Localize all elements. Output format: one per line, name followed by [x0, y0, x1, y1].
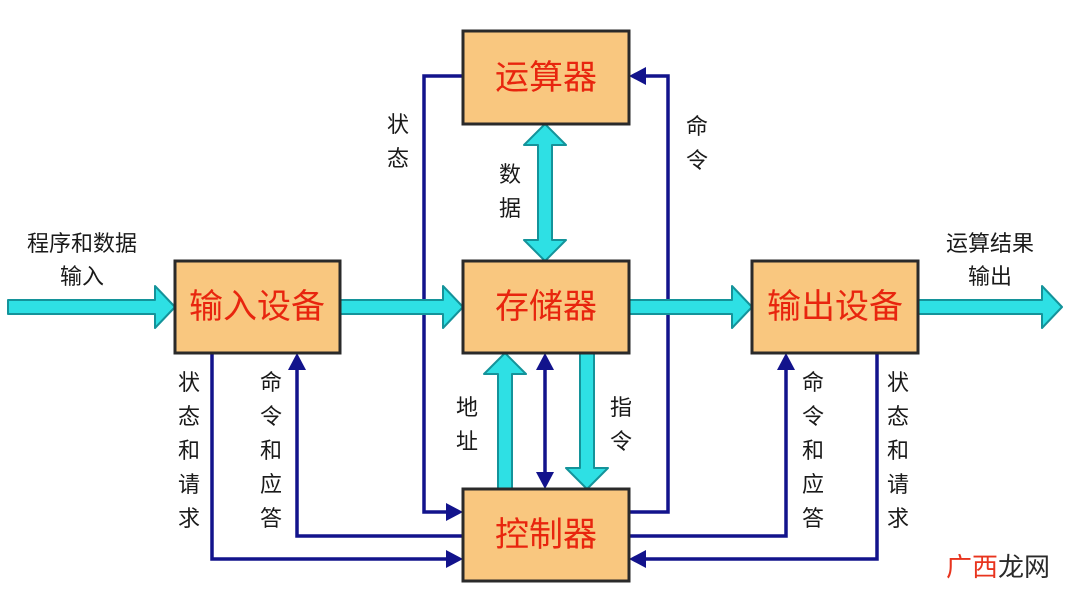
label-status-request-right-1: 状	[887, 371, 909, 396]
label-address-1: 地	[456, 396, 478, 421]
wire-status-alu-to-control	[422, 74, 463, 514]
arrow-input-to-memory	[339, 285, 464, 329]
arrowhead-status-left-to-control	[446, 550, 463, 568]
label-command-response-left-4: 应	[260, 473, 282, 498]
arrowhead-command-to-output	[777, 353, 795, 370]
arrowhead-status-right-to-control	[629, 550, 646, 568]
control-wires	[210, 67, 879, 568]
label-program-data-input-2: 输入	[60, 265, 104, 290]
label-command-response-left-5: 答	[260, 507, 282, 532]
label-status-request-left-5: 求	[178, 507, 200, 532]
memory-label: 存储器	[495, 287, 597, 327]
wire-command-response-right	[628, 368, 788, 538]
alu-box: 运算器	[461, 29, 631, 126]
labels: 程序和数据 输入 运算结果 输出 状 态 数 据 命 令 地 址 指 令 状 态…	[27, 113, 1034, 532]
label-command-response-left-1: 命	[260, 371, 282, 396]
label-address-2: 址	[456, 430, 478, 455]
arrow-data-alu-memory	[523, 123, 567, 262]
label-status-request-left-4: 请	[178, 473, 200, 498]
arrowhead-command-to-input	[288, 353, 306, 370]
arrow-memory-to-output	[627, 285, 753, 329]
label-command-top-1: 命	[686, 115, 708, 140]
label-command-response-left-3: 和	[260, 439, 282, 464]
alu-label: 运算器	[495, 58, 597, 98]
svg-text:广西龙网: 广西龙网	[946, 553, 1050, 583]
label-status-top-2: 态	[387, 147, 409, 172]
output-device-label: 输出设备	[767, 287, 903, 327]
label-data-1: 数	[499, 163, 521, 188]
watermark: 广西龙网	[946, 553, 1050, 583]
wire-command-response-left	[295, 368, 463, 538]
label-command-response-right-4: 应	[802, 473, 824, 498]
label-status-top-1: 状	[387, 113, 409, 138]
label-status-request-right-3: 和	[887, 439, 909, 464]
arrow-program-data-input	[7, 285, 176, 329]
output-device-box: 输出设备	[750, 259, 920, 355]
data-flow-arrows	[7, 123, 1063, 490]
input-device-box: 输入设备	[173, 259, 342, 355]
label-status-request-left-1: 状	[178, 371, 200, 396]
label-command-response-left-2: 令	[260, 405, 282, 430]
control-unit-box: 控制器	[461, 487, 631, 583]
label-command-response-right-3: 和	[802, 439, 824, 464]
arrow-address-control-to-memory	[483, 352, 527, 490]
label-data-2: 据	[499, 197, 521, 222]
label-command-response-right-5: 答	[802, 507, 824, 532]
input-device-label: 输入设备	[189, 287, 325, 327]
arrow-result-output	[917, 285, 1063, 329]
label-instruction-1: 指	[610, 396, 632, 421]
label-result-output-1: 运算结果	[946, 232, 1034, 257]
watermark-part-1: 广西	[946, 553, 998, 583]
label-command-response-right-2: 令	[802, 405, 824, 430]
label-instruction-2: 令	[610, 430, 632, 455]
label-status-request-left-2: 态	[178, 405, 200, 430]
arrowhead-status-to-control	[446, 503, 463, 521]
label-status-request-right-5: 求	[887, 507, 909, 532]
control-unit-label: 控制器	[495, 515, 597, 555]
label-status-request-right-2: 态	[887, 405, 909, 430]
watermark-part-2: 龙网	[998, 553, 1050, 583]
label-command-top-2: 令	[686, 149, 708, 174]
wire-status-request-left	[210, 353, 448, 561]
wire-status-request-right	[644, 353, 879, 561]
arrow-instruction-memory-to-control	[565, 352, 609, 490]
memory-box: 存储器	[461, 259, 631, 355]
arrowhead-address-up	[536, 353, 554, 370]
label-result-output-2: 输出	[968, 265, 1012, 290]
label-status-request-left-3: 和	[178, 439, 200, 464]
label-program-data-input-1: 程序和数据	[27, 232, 137, 257]
label-command-response-right-1: 命	[802, 371, 824, 396]
wire-command-control-to-alu	[628, 74, 670, 514]
label-status-request-right-4: 请	[887, 473, 909, 498]
arrowhead-address-down	[536, 472, 554, 489]
arrowhead-command-to-alu	[629, 67, 646, 85]
